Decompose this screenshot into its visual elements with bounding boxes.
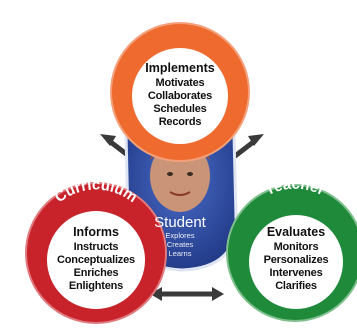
teacher-inner-text: Evaluates Monitors Personalizes Interven… [250,226,342,293]
curriculum-inner-text: Informs Instructs Conceptualizes Enriche… [48,226,144,293]
connector-curriculum-teacher [150,287,224,301]
student-item: Explores [165,231,195,240]
student-title: Student [154,214,206,231]
teacher-item: Intervenes [269,267,323,279]
coach-heading: Implements [145,61,215,75]
teacher-item: Monitors [273,241,319,253]
teacher-heading: Evaluates [266,225,326,239]
student-item: Learns [168,249,192,258]
curriculum-item: Enriches [73,267,119,279]
curriculum-item: Instructs [73,241,119,253]
curriculum-heading: Informs [73,225,119,239]
teacher-item: Personalizes [263,254,329,266]
coach-item: Motivates [155,77,205,89]
student-label: Student Explores Creates Learns [140,214,220,258]
coach-inner-text: Implements Motivates Collaborates Schedu… [134,62,226,129]
coach-item: Schedules [153,103,207,115]
student-item: Creates [166,240,194,249]
coach-item: Collaborates [147,90,213,102]
teacher-item: Clarifies [275,280,317,292]
curriculum-item: Conceptualizes [57,254,135,266]
curriculum-node: Curriculum [25,177,167,324]
curriculum-item: Enlightens [68,280,124,292]
coach-item: Records [158,116,202,128]
